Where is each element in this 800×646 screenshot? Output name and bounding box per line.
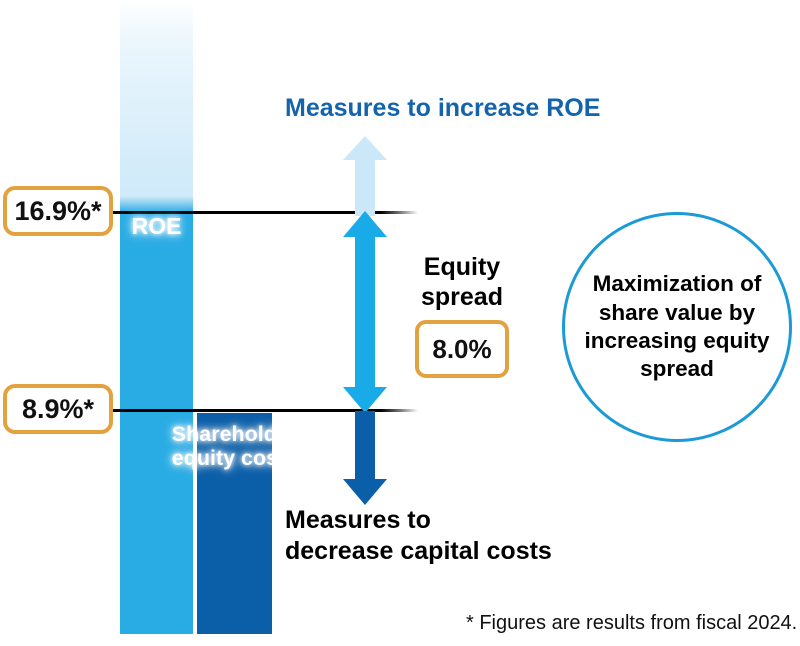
heading-measures-to-decrease-capital-costs: Measures to decrease capital costs [285,506,552,566]
heading-measures-to-increase-roe: Measures to increase ROE [285,94,601,122]
value-badge-equity-costs: 8.9%* [3,384,113,434]
circle-callout-maximization: Maximization of share value by increasin… [562,212,792,442]
reference-line-equity-costs [110,409,418,412]
double-arrow-equity-spread-icon [343,211,387,413]
footnote: * Figures are results from fiscal 2024. [466,612,798,634]
bar-shareholder-equity-costs [197,413,272,634]
circle-callout-text: Maximization of share value by increasin… [584,271,770,382]
reference-line-roe [110,211,418,214]
down-arrow-navy-icon [343,411,387,505]
value-badge-equity-spread: 8.0% [415,320,509,378]
label-equity-spread: Equity spread [421,253,503,311]
bar-roe [120,0,193,634]
value-badge-roe: 16.9%* [3,186,113,236]
up-arrow-pale-icon [343,136,387,216]
